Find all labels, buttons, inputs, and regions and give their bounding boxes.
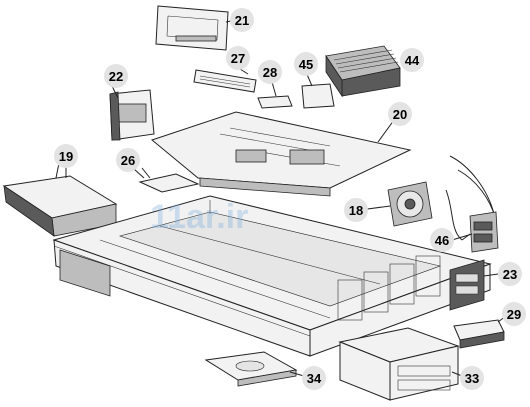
part-riser-card [155,5,237,51]
callout-label: 21 [235,13,249,28]
callout-label: 33 [465,371,479,386]
part-bracket-board [109,89,155,141]
callout-label: 19 [59,149,73,164]
callout-26: 26 [116,148,140,172]
callout-label: 46 [435,233,449,248]
callout-19: 19 [54,144,78,168]
part-heatsink [325,45,401,98]
callout-label: 45 [299,57,313,72]
callout-label: 34 [307,371,322,386]
callout-label: 26 [121,153,135,168]
callout-label: 20 [393,107,407,122]
callout-34: 34 [302,366,326,390]
part-processor [257,81,293,109]
part-optical-drive [204,351,305,387]
callout-label: 23 [503,267,517,282]
watermark-text: 11ar.ir [150,198,248,236]
part-mounting-plate [138,167,200,193]
callout-45: 45 [294,52,318,76]
part-fan [387,181,433,227]
callout-label: 44 [405,53,420,68]
callout-46: 46 [430,228,454,252]
callout-22: 22 [104,64,128,88]
callout-20: 20 [388,102,412,126]
part-small-board [301,71,335,109]
callout-label: 18 [349,203,363,218]
callout-23: 23 [498,262,522,286]
part-power-supply [2,166,118,237]
part-cable-assembly [445,155,499,253]
callout-label: 27 [231,51,245,66]
part-memory-dimm [193,63,257,93]
part-drive-cage [338,327,463,401]
callout-21: 21 [230,8,254,32]
callout-28: 28 [258,60,282,84]
callout-29: 29 [502,302,526,326]
callout-18: 18 [344,198,368,222]
callout-44: 44 [400,48,424,72]
callout-label: 29 [507,307,521,322]
callout-label: 22 [109,69,123,84]
callout-27: 27 [226,46,250,70]
part-chassis [52,195,499,357]
callout-33: 33 [460,366,484,390]
callout-label: 28 [263,65,277,80]
part-hard-drive [453,315,507,349]
part-system-board [150,111,412,197]
